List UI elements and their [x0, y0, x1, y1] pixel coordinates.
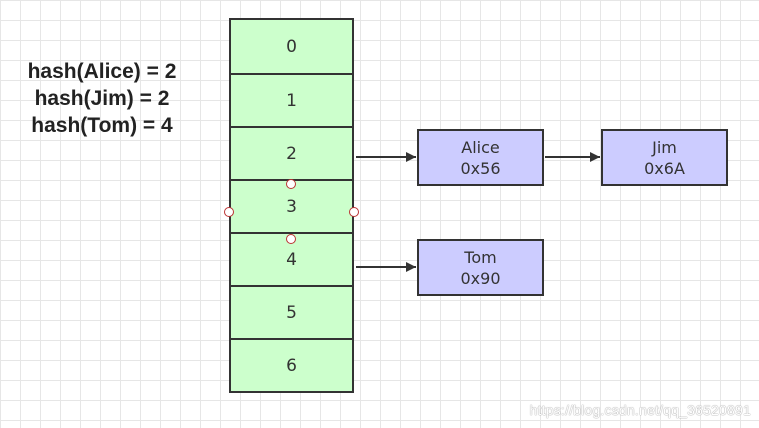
hash-label-tom: hash(Tom) = 4: [31, 114, 173, 137]
node-tom-name: Tom: [464, 247, 497, 267]
resize-handle-bottom[interactable]: [286, 234, 296, 244]
node-alice: Alice 0x56: [417, 129, 544, 186]
hash-legend: hash(Alice) = 2 hash(Jim) = 2 hash(Tom) …: [14, 58, 190, 139]
node-jim-name: Jim: [652, 137, 677, 157]
table-slot-6: 6: [229, 338, 354, 393]
hash-label-alice: hash(Alice) = 2: [27, 60, 177, 83]
node-tom-address: 0x90: [460, 268, 501, 288]
node-tom: Tom 0x90: [417, 239, 544, 296]
resize-handle-top[interactable]: [286, 179, 296, 189]
resize-handle-left[interactable]: [224, 207, 234, 217]
watermark: https://blog.csdn.net/qq_36520891: [529, 402, 751, 418]
hash-table: 0 1 2 3 4 5 6: [229, 18, 354, 393]
node-jim: Jim 0x6A: [601, 129, 728, 186]
node-jim-address: 0x6A: [644, 158, 685, 178]
resize-handle-right[interactable]: [349, 207, 359, 217]
hash-label-jim: hash(Jim) = 2: [34, 87, 170, 110]
node-alice-name: Alice: [461, 137, 500, 157]
node-alice-address: 0x56: [460, 158, 501, 178]
